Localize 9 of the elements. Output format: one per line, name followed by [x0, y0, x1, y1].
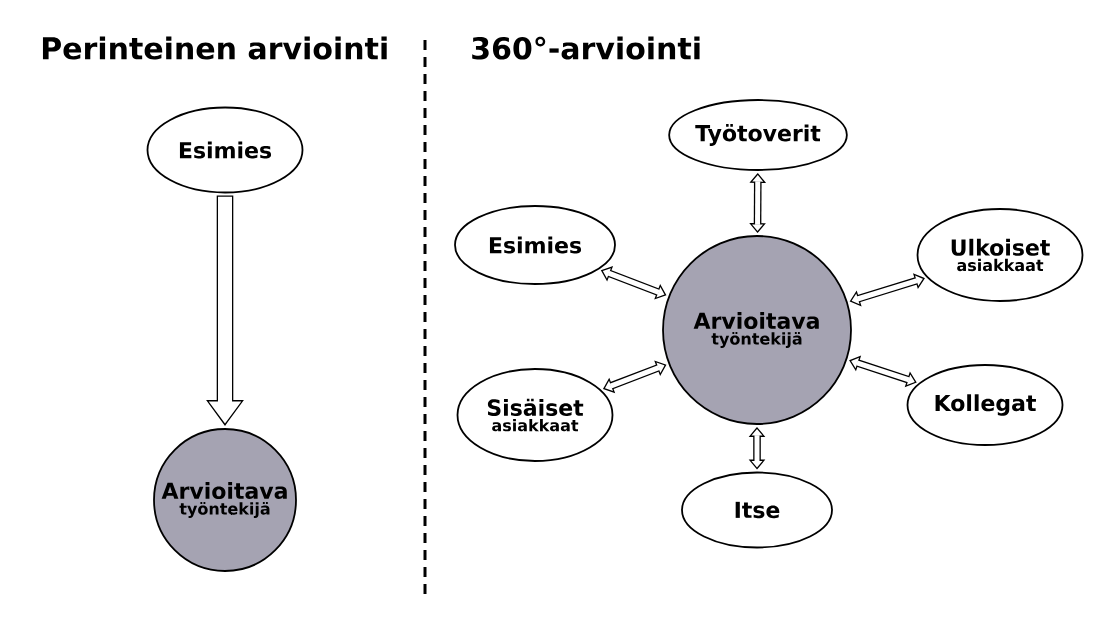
- heading: 360°-arviointi: [472, 36, 700, 60]
- ellipse-node: Kollegat: [906, 364, 1064, 446]
- ellipse-node: Itse: [681, 471, 833, 549]
- ellipse-node: Sisäiset asiakkaat: [456, 368, 614, 462]
- ellipse-node: Ulkoiset asiakkaat: [916, 208, 1084, 302]
- ellipse-node: Esimies: [454, 205, 616, 285]
- ellipse-node: Esimies: [146, 106, 304, 194]
- ellipse-node: Työtoverit: [668, 99, 848, 171]
- heading: Perinteinen arviointi: [42, 36, 387, 60]
